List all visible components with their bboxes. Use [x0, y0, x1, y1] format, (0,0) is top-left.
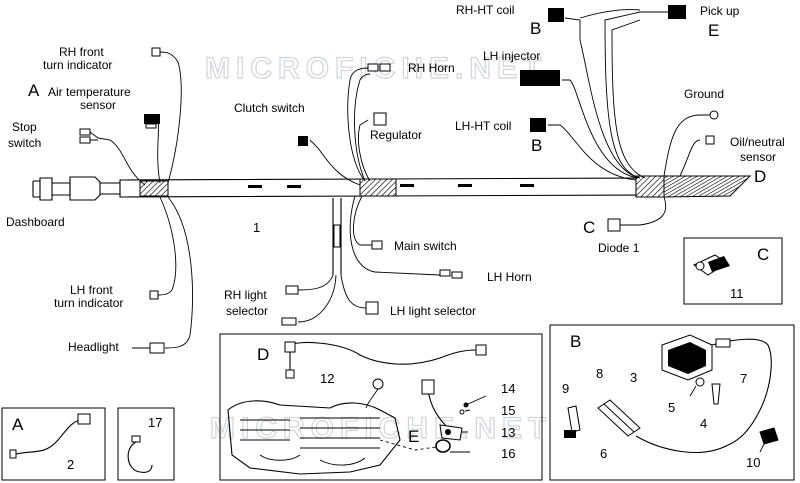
- letter-b-mid: B: [531, 136, 542, 155]
- label-ground: Ground: [684, 87, 724, 101]
- label-clutch-switch: Clutch switch: [234, 101, 305, 115]
- label-diode: Diode 1: [598, 241, 640, 255]
- letter-d-right: D: [754, 167, 766, 186]
- part-number-3: 3: [630, 370, 637, 385]
- label-stop-2: switch: [8, 136, 41, 150]
- part-number-11: 11: [730, 286, 744, 301]
- letter-e-box: E: [408, 427, 419, 446]
- part-number-15: 15: [501, 403, 515, 418]
- part-number-17: 17: [148, 415, 162, 430]
- letter-d-box: D: [257, 345, 269, 364]
- label-air-temp-1: Air temperature: [48, 85, 131, 99]
- detail-box-d: D 12 E 14 15 13 16: [219, 333, 543, 481]
- letter-b-box: B: [570, 332, 581, 351]
- label-lh-front-turn-1: LH front: [70, 283, 113, 297]
- part-number-4: 4: [700, 416, 707, 431]
- part-number-2: 2: [67, 457, 74, 472]
- label-pick-up: Pick up: [700, 4, 740, 18]
- letter-e-top: E: [708, 21, 719, 40]
- label-air-temp-2: sensor: [80, 98, 116, 112]
- label-oil-2: sensor: [740, 150, 776, 164]
- detail-box-17: 17: [117, 407, 175, 481]
- main-harness: [32, 5, 752, 354]
- letter-b-top: B: [530, 19, 541, 38]
- label-headlight: Headlight: [68, 340, 119, 354]
- part-number-16: 16: [501, 446, 515, 461]
- label-rh-ht-coil: RH-HT coil: [456, 3, 514, 17]
- letter-a-box: A: [12, 415, 24, 434]
- label-dashboard: Dashboard: [6, 215, 65, 229]
- detail-box-a: A 2: [1, 407, 106, 481]
- label-rh-horn: RH Horn: [408, 61, 455, 75]
- label-rh-front-turn-1: RH front: [59, 45, 104, 59]
- part-number-14: 14: [501, 381, 515, 396]
- part-number-6: 6: [600, 446, 607, 461]
- label-lh-ht-coil: LH-HT coil: [455, 119, 511, 133]
- label-main-switch: Main switch: [394, 239, 457, 253]
- letter-c-box: C: [757, 245, 769, 264]
- part-number-8: 8: [596, 366, 603, 381]
- part-number-5: 5: [668, 400, 675, 415]
- label-rh-light-2: selector: [226, 304, 268, 318]
- label-lh-horn: LH Horn: [487, 270, 532, 284]
- label-rh-light-1: RH light: [224, 288, 267, 302]
- part-number-harness: 1: [253, 220, 260, 235]
- part-number-7: 7: [740, 371, 747, 386]
- part-number-9: 9: [562, 381, 569, 396]
- label-lh-light-selector: LH light selector: [390, 304, 476, 318]
- label-stop-1: Stop: [12, 120, 37, 134]
- label-rh-front-turn-2: turn indicator: [43, 58, 112, 72]
- detail-box-c: C 11: [683, 237, 783, 305]
- letter-c-diode: C: [583, 218, 595, 237]
- label-oil-1: Oil/neutral: [730, 135, 785, 149]
- harness-labels: RH front turn indicator A Air temperatur…: [6, 3, 785, 354]
- label-lh-front-turn-2: turn indicator: [54, 296, 123, 310]
- label-lh-injector: LH injector: [483, 49, 540, 63]
- letter-a-main: A: [28, 81, 40, 100]
- part-number-13: 13: [501, 425, 515, 440]
- detail-box-b: B 3 7 6 8 9 5 4 10: [549, 324, 795, 481]
- part-number-10: 10: [746, 455, 760, 470]
- part-number-12: 12: [320, 371, 334, 386]
- label-regulator: Regulator: [370, 128, 422, 142]
